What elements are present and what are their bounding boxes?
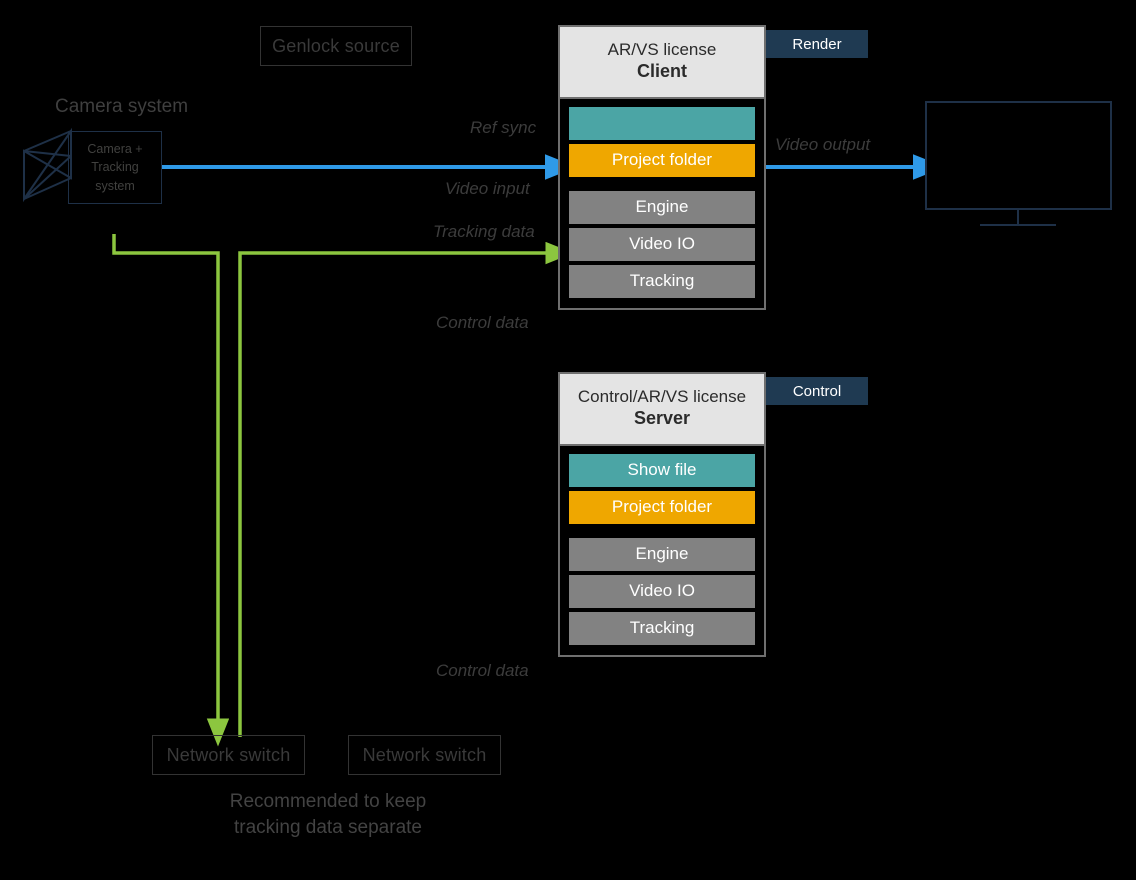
client-role-label: Client [636, 61, 687, 82]
server-bar-show-file-label: Show file [627, 460, 697, 480]
server-role-label: Server [633, 408, 691, 429]
label-ref-sync: Ref sync [470, 118, 537, 137]
wire-tracking-to-switch [112, 234, 230, 747]
genlock-source-box[interactable]: Genlock source [260, 26, 412, 66]
client-bar-showfile[interactable] [569, 106, 755, 140]
camera-system-caption: Camera system [55, 96, 189, 117]
client-bar-gap [569, 181, 755, 191]
server-header: Control/AR/VS license Server [560, 374, 764, 446]
client-bar-tracking-label: Tracking [629, 271, 695, 291]
client-machine-panel[interactable]: AR/VS license Client Project folder Engi… [558, 25, 766, 310]
server-bar-project-folder-label: Project folder [611, 497, 713, 517]
label-tracking-data: Tracking data [433, 222, 535, 241]
render-badge-label: Render [792, 35, 842, 53]
camera-icon-shape [23, 130, 72, 201]
camera-tracking-system-box[interactable]: Camera + Tracking system [68, 131, 162, 204]
client-bar-video-io-label: Video IO [629, 234, 695, 254]
server-bar-engine-label: Engine [635, 544, 689, 564]
label-control-data-top: Control data [436, 313, 529, 332]
network-switch-left[interactable]: Network switch [152, 735, 305, 775]
network-switch-right-label: Network switch [362, 744, 487, 765]
client-bar-tracking[interactable]: Tracking [569, 264, 755, 298]
control-badge-label: Control [792, 382, 842, 400]
label-control-data-bottom: Control data [436, 661, 529, 680]
network-switch-right[interactable]: Network switch [348, 735, 501, 775]
server-bar-project-folder[interactable]: Project folder [569, 490, 755, 524]
server-bar-gap [569, 528, 755, 538]
client-bar-project-folder-label: Project folder [611, 150, 713, 170]
camera-icon-body [23, 127, 72, 203]
label-video-output: Video output [775, 135, 871, 154]
client-bar-engine-label: Engine [635, 197, 689, 217]
control-badge[interactable]: Control [766, 377, 868, 405]
client-bar-project-folder[interactable]: Project folder [569, 143, 755, 177]
server-bar-video-io[interactable]: Video IO [569, 574, 755, 608]
server-bar-tracking[interactable]: Tracking [569, 611, 755, 645]
client-body: Project folder Engine Video IO Tracking [560, 99, 764, 311]
tracking-separation-note: Recommended to keep tracking data separa… [229, 791, 427, 838]
server-machine-panel[interactable]: Control/AR/VS license Server Show file P… [558, 372, 766, 657]
display-monitor[interactable] [925, 101, 1112, 210]
client-bar-video-io[interactable]: Video IO [569, 227, 755, 261]
client-bar-engine[interactable]: Engine [569, 190, 755, 224]
server-bar-video-io-label: Video IO [629, 581, 695, 601]
render-badge[interactable]: Render [766, 30, 868, 58]
network-switch-left-label: Network switch [166, 744, 291, 765]
server-bar-engine[interactable]: Engine [569, 537, 755, 571]
camera-box-label: Camera + Tracking system [87, 142, 143, 193]
server-bar-show-file[interactable]: Show file [569, 453, 755, 487]
server-license-label: Control/AR/VS license [577, 387, 747, 406]
server-bar-tracking-label: Tracking [629, 618, 695, 638]
server-body: Show file Project folder Engine Video IO… [560, 446, 764, 658]
client-license-label: AR/VS license [607, 40, 717, 59]
genlock-source-label: Genlock source [272, 35, 400, 56]
client-header: AR/VS license Client [560, 27, 764, 99]
label-video-input: Video input [445, 179, 530, 198]
